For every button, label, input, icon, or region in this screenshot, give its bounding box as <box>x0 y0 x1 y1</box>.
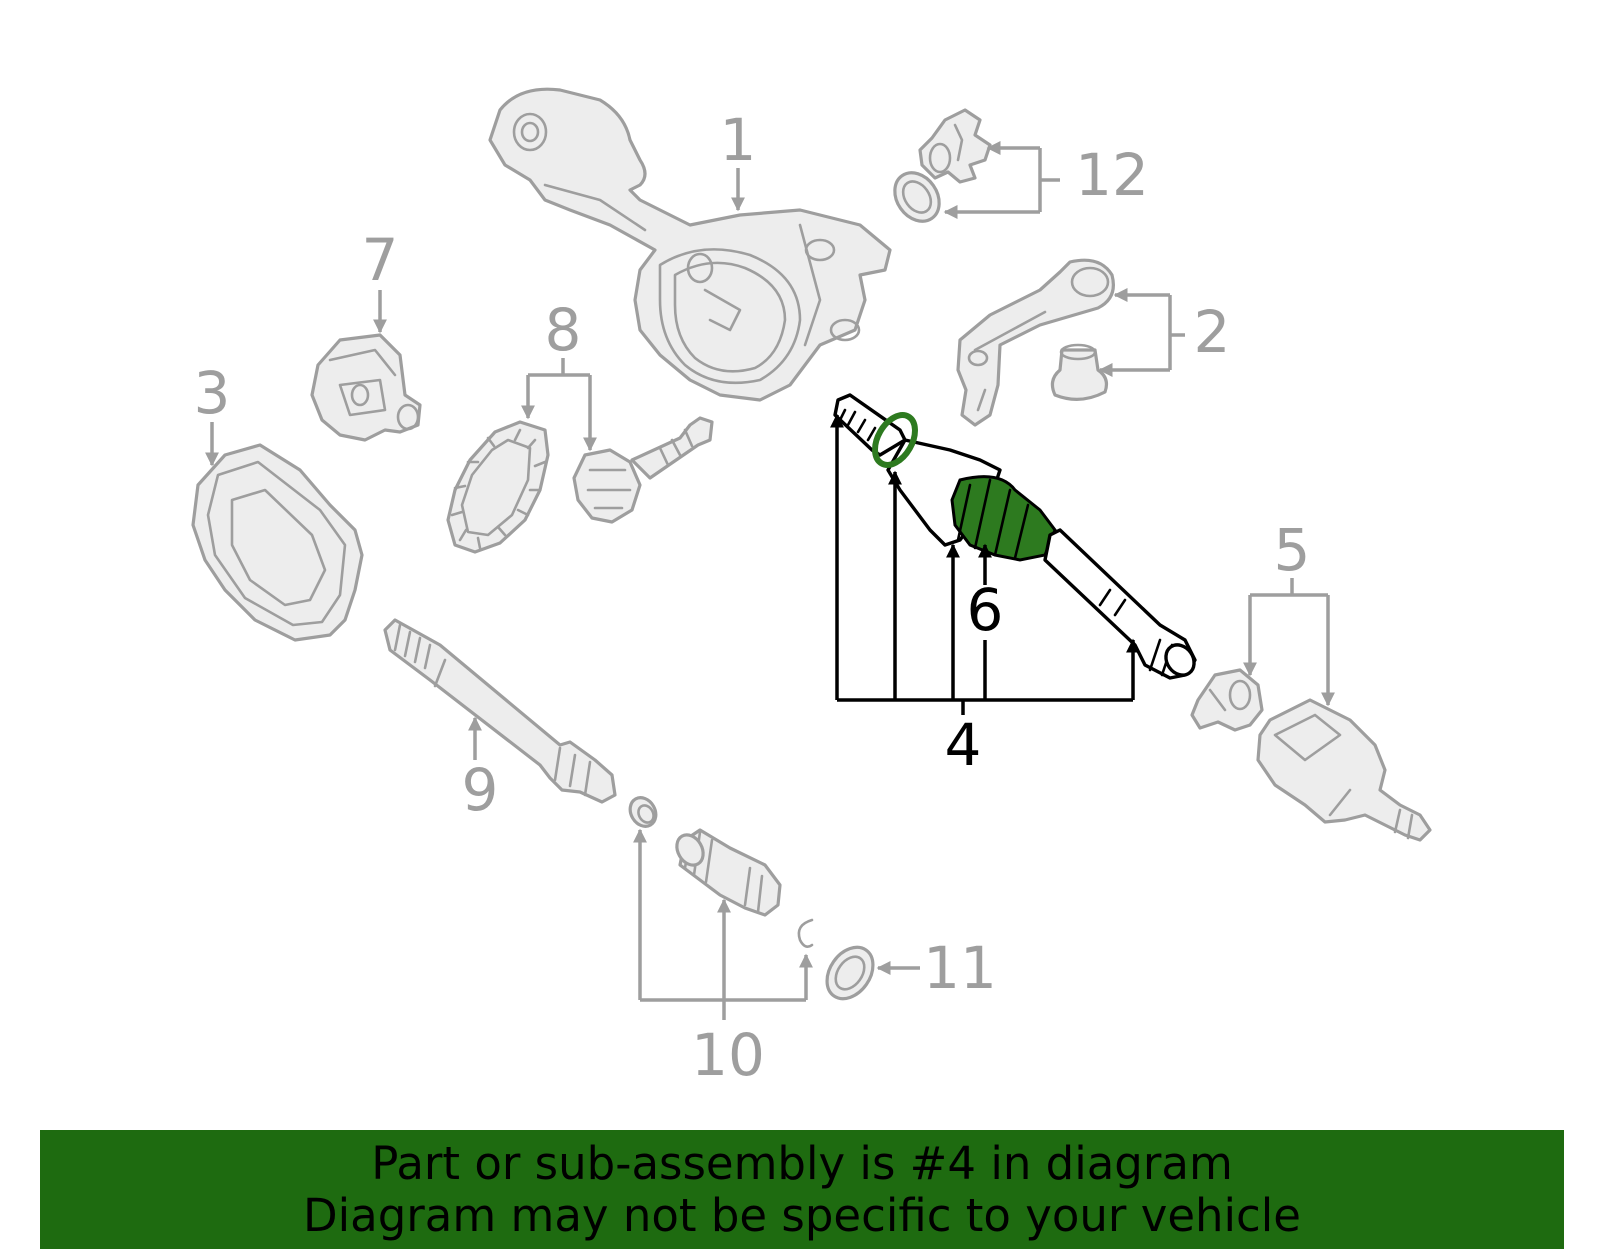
part-3-differential-cover[interactable] <box>191 443 364 642</box>
callout-3: 3 <box>194 359 231 427</box>
part-2-mount-bracket-and-bushing[interactable] <box>956 258 1115 427</box>
part-12-bushing-and-seal[interactable] <box>886 108 992 230</box>
part-5-outer-cv-joint-and-bushing[interactable] <box>1190 668 1432 842</box>
part-7-differential-case[interactable] <box>310 333 422 442</box>
callout-6: 6 <box>967 576 1004 644</box>
callout-10: 10 <box>691 1021 765 1089</box>
part-9-inner-axle-shaft[interactable] <box>383 618 617 804</box>
callout-11: 11 <box>923 934 997 1002</box>
callout-7: 7 <box>362 226 399 294</box>
callout-4: 4 <box>945 711 982 779</box>
part-8-ring-and-pinion-gear[interactable] <box>446 416 714 554</box>
callout-12: 12 <box>1075 141 1149 209</box>
banner-line-1: Part or sub-assembly is #4 in diagram <box>371 1137 1233 1190</box>
info-banner: Part or sub-assembly is #4 in diagram Di… <box>40 1130 1564 1249</box>
part-10-coupler-bearing-clip[interactable] <box>625 793 814 948</box>
callout-2: 2 <box>1194 298 1231 366</box>
callout-5: 5 <box>1274 516 1311 584</box>
callout-9: 9 <box>462 756 499 824</box>
parts-diagram: 1 12 2 7 <box>191 87 1432 1089</box>
callout-8: 8 <box>545 296 582 364</box>
part-4-axle-shaft-assembly[interactable] <box>833 393 1200 681</box>
part-1-axle-housing[interactable] <box>488 87 892 402</box>
callout-1: 1 <box>720 106 757 174</box>
banner-line-2: Diagram may not be specific to your vehi… <box>303 1189 1301 1242</box>
part-11-seal[interactable] <box>818 939 883 1008</box>
